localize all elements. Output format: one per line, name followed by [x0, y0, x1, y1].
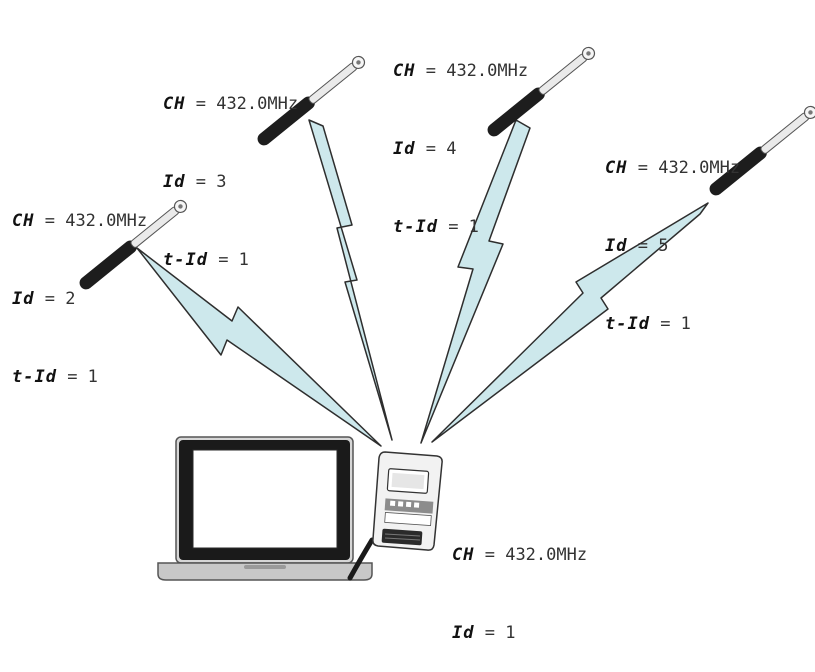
ch-value: 432.0MHz [446, 61, 528, 81]
ch-label: CH [163, 94, 185, 114]
label-receiver: CH = 432.0MHz Id = 1 [452, 490, 587, 672]
label-wrench-4: CH = 432.0MHz Id = 4 t-Id = 1 [393, 6, 528, 266]
tid-label: t-Id [393, 217, 438, 237]
tid-value: 1 [239, 250, 249, 270]
id-label: Id [393, 139, 415, 159]
id-label: Id [605, 236, 627, 256]
ch-label: CH [393, 61, 415, 81]
ch-label: CH [605, 158, 627, 178]
tid-value: 1 [88, 367, 98, 387]
ch-label: CH [452, 545, 474, 565]
ch-value: 432.0MHz [658, 158, 740, 178]
id-value: 3 [216, 172, 226, 192]
id-label: Id [12, 289, 34, 309]
id-value: 5 [658, 236, 668, 256]
id-value: 4 [446, 139, 456, 159]
tid-value: 1 [681, 314, 691, 334]
tid-label: t-Id [163, 250, 208, 270]
laptop [158, 437, 372, 580]
id-value: 1 [505, 623, 515, 643]
receiver-device [373, 452, 442, 550]
id-value: 2 [65, 289, 75, 309]
ch-value: 432.0MHz [505, 545, 587, 565]
label-wrench-3: CH = 432.0MHz Id = 3 t-Id = 1 [163, 39, 298, 299]
tid-label: t-Id [605, 314, 650, 334]
label-wrench-5: CH = 432.0MHz Id = 5 t-Id = 1 [605, 103, 740, 363]
ch-label: CH [12, 211, 34, 231]
ch-value: 432.0MHz [216, 94, 298, 114]
ch-value: 432.0MHz [65, 211, 147, 231]
label-wrench-2: CH = 432.0MHz Id = 2 t-Id = 1 [12, 156, 147, 416]
id-label: Id [163, 172, 185, 192]
tid-value: 1 [469, 217, 479, 237]
tid-label: t-Id [12, 367, 57, 387]
laptop-screen [193, 450, 337, 548]
id-label: Id [452, 623, 474, 643]
